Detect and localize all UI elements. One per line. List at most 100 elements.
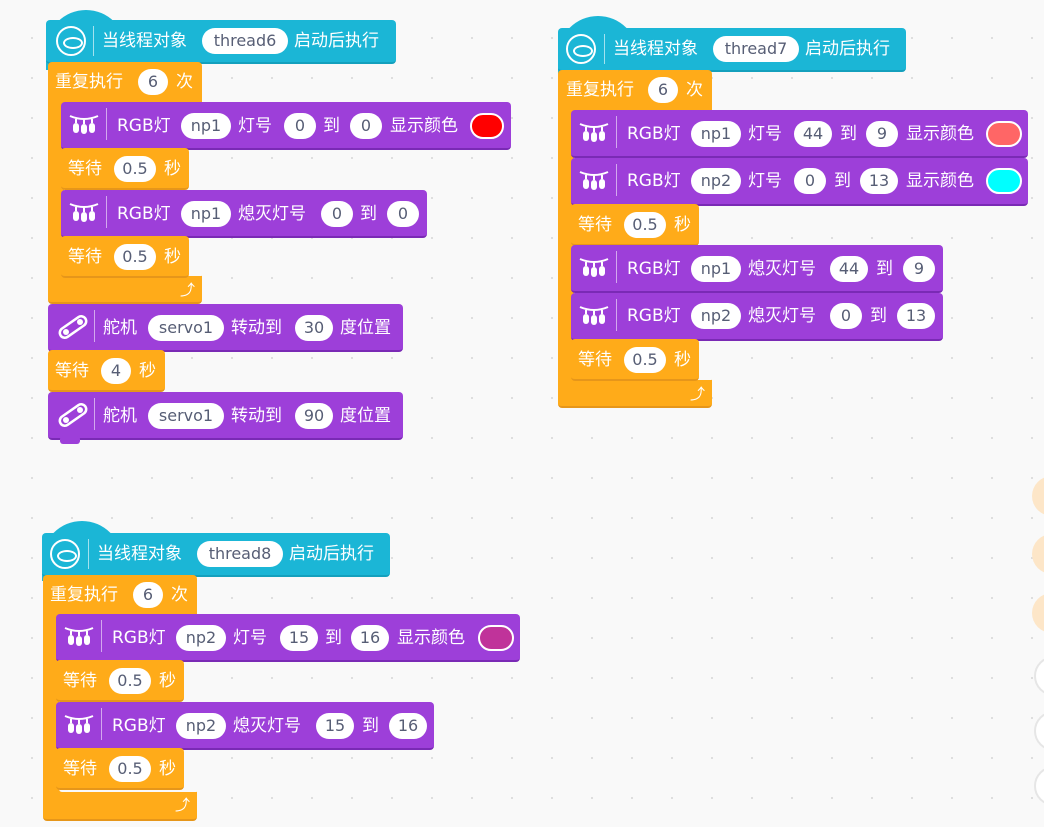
color-swatch[interactable] <box>986 168 1022 194</box>
wait-block[interactable] <box>571 339 699 381</box>
repeat-count-field[interactable]: 6 <box>133 582 163 608</box>
servo-label: 舵机 <box>103 318 137 338</box>
repeat-label: 重复执行 <box>55 72 123 92</box>
zoom-in-button[interactable] <box>1032 476 1044 516</box>
led-from-field[interactable]: 0 <box>830 303 862 329</box>
wait-value-field[interactable]: 0.5 <box>624 212 666 238</box>
angle-field[interactable]: 90 <box>295 403 333 429</box>
strip-field[interactable]: np2 <box>176 625 226 651</box>
repeat-label: 重复执行 <box>566 80 634 100</box>
show-color-label: 显示颜色 <box>906 124 974 144</box>
repeat-unit-label: 次 <box>686 80 703 100</box>
led-from-field[interactable]: 15 <box>280 625 318 651</box>
led-to-field[interactable]: 13 <box>860 168 898 194</box>
wait-label: 等待 <box>578 215 612 235</box>
block-divider <box>106 108 107 140</box>
led-to-field[interactable]: 9 <box>903 256 935 282</box>
thread-name-field[interactable]: thread6 <box>202 28 288 54</box>
color-swatch[interactable] <box>478 625 514 651</box>
wait-unit-label: 秒 <box>159 671 176 691</box>
block-divider <box>616 299 617 331</box>
strip-field[interactable]: np2 <box>691 168 741 194</box>
wait-unit-label: 秒 <box>164 159 181 179</box>
strip-field[interactable]: np1 <box>181 201 231 227</box>
block-divider <box>94 398 95 430</box>
rgb-label: RGB灯 <box>112 628 166 648</box>
wait-value-field[interactable]: 0.5 <box>114 156 156 182</box>
repeat-unit-label: 次 <box>176 72 193 92</box>
wait-label: 等待 <box>63 671 97 691</box>
led-to-field[interactable]: 16 <box>351 625 389 651</box>
trash-button[interactable] <box>1034 766 1044 806</box>
wait-label: 等待 <box>68 247 102 267</box>
led-strip-icon <box>579 123 609 143</box>
servo-name-field[interactable]: servo1 <box>148 315 224 341</box>
led-to-field[interactable]: 0 <box>350 113 382 139</box>
rgb-off-block[interactable] <box>571 245 943 293</box>
repeat-count-field[interactable]: 6 <box>138 69 168 95</box>
loop-arrow-icon: ⤴ <box>690 385 706 403</box>
wait-value-field[interactable]: 0.5 <box>109 668 151 694</box>
wait-label: 等待 <box>578 350 612 370</box>
off-led-label: 熄灭灯号 <box>238 204 306 224</box>
rgb-off-block[interactable] <box>571 293 943 341</box>
servo-block[interactable] <box>48 392 403 440</box>
rgb-off-block[interactable] <box>56 702 434 750</box>
led-from-field[interactable]: 0 <box>794 168 826 194</box>
led-from-field[interactable]: 15 <box>316 713 354 739</box>
wait-unit-label: 秒 <box>674 215 691 235</box>
thread-name-field[interactable]: thread7 <box>713 36 799 62</box>
wait-value-field[interactable]: 0.5 <box>624 347 666 373</box>
redo-button[interactable] <box>1034 711 1044 751</box>
servo-block[interactable] <box>48 304 403 352</box>
servo-icon <box>56 401 90 429</box>
strip-field[interactable]: np2 <box>691 303 741 329</box>
led-strip-icon <box>64 627 94 647</box>
color-swatch[interactable] <box>470 113 504 139</box>
led-to-field[interactable]: 0 <box>387 201 419 227</box>
hat-prefix-label: 当线程对象 <box>97 544 182 564</box>
led-strip-icon <box>69 115 99 135</box>
led-to-field[interactable]: 9 <box>866 121 898 147</box>
wait-value-field[interactable]: 4 <box>101 358 131 384</box>
strip-field[interactable]: np1 <box>691 256 741 282</box>
strip-field[interactable]: np2 <box>176 713 226 739</box>
reset-zoom-button[interactable] <box>1032 593 1044 633</box>
strip-field[interactable]: np1 <box>181 113 231 139</box>
rgb-label: RGB灯 <box>117 116 171 136</box>
led-strip-icon <box>64 715 94 735</box>
servo-name-field[interactable]: servo1 <box>148 403 224 429</box>
strip-field[interactable]: np1 <box>691 121 741 147</box>
thread-icon <box>566 34 596 64</box>
wait-value-field[interactable]: 0.5 <box>109 756 151 782</box>
repeat-count-field[interactable]: 6 <box>648 77 678 103</box>
color-swatch[interactable] <box>986 121 1022 147</box>
angle-field[interactable]: 30 <box>295 315 333 341</box>
hat-suffix-label: 启动后执行 <box>289 544 374 564</box>
hat-prefix-label: 当线程对象 <box>613 39 698 59</box>
thread-name-field[interactable]: thread8 <box>197 541 283 567</box>
led-strip-icon <box>69 203 99 223</box>
rgb-label: RGB灯 <box>117 204 171 224</box>
zoom-out-button[interactable] <box>1032 534 1044 574</box>
hat-suffix-label: 启动后执行 <box>294 31 379 51</box>
wait-label: 等待 <box>55 361 89 381</box>
led-from-field[interactable]: 44 <box>830 256 868 282</box>
wait-value-field[interactable]: 0.5 <box>114 244 156 270</box>
block-divider <box>616 251 617 283</box>
led-to-field[interactable]: 16 <box>389 713 427 739</box>
off-led-label: 熄灭灯号 <box>748 259 816 279</box>
to-label: 到 <box>870 306 887 326</box>
led-label: 灯号 <box>238 116 272 136</box>
thread-icon <box>56 26 86 56</box>
led-strip-icon <box>579 171 609 191</box>
led-from-field[interactable]: 0 <box>321 201 353 227</box>
led-from-field[interactable]: 44 <box>794 121 832 147</box>
to-label: 到 <box>325 628 342 648</box>
led-to-field[interactable]: 13 <box>897 303 935 329</box>
to-label: 到 <box>360 204 377 224</box>
undo-button[interactable] <box>1034 656 1044 696</box>
led-from-field[interactable]: 0 <box>284 113 316 139</box>
rgb-off-block[interactable] <box>61 190 427 238</box>
hat-prefix-label: 当线程对象 <box>102 31 187 51</box>
